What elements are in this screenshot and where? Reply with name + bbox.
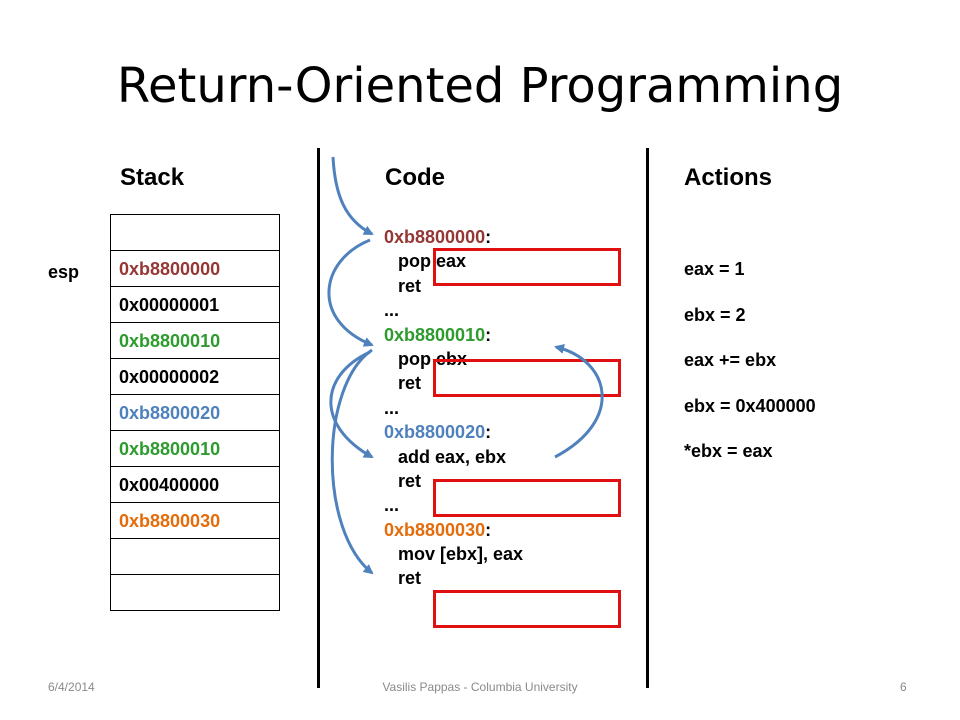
code-line: pop eax — [398, 251, 467, 272]
address-colon: : — [485, 519, 492, 540]
gadget-address-line: 0xb8800020: — [384, 421, 523, 445]
address-colon: : — [485, 227, 492, 247]
action-item: *ebx = eax — [684, 441, 773, 461]
arrow-back-to-gadget-2 — [554, 344, 604, 459]
gadget-address: 0xb8800020 — [384, 422, 486, 443]
stack-cell — [110, 574, 280, 611]
slide-title: Return-Oriented Programming — [116, 58, 844, 114]
arrow-to-gadget-4 — [330, 348, 374, 575]
gadget-highlight-box — [433, 248, 621, 286]
code-line: ... — [384, 397, 400, 418]
code-line: ret — [398, 373, 422, 394]
stack-heading: Stack — [120, 164, 185, 191]
actions-heading: Actions — [684, 164, 773, 191]
code-line: ... — [384, 300, 400, 321]
code-heading: Code — [385, 164, 445, 191]
gadget-address: 0xb8800000 — [384, 227, 486, 247]
action-item: ebx = 2 — [684, 304, 746, 325]
code-line: ... — [384, 495, 400, 516]
right-divider — [646, 148, 649, 688]
stack-cell: 0xb8800030 — [110, 502, 280, 539]
arrow-to-gadget-3 — [329, 350, 374, 459]
gadget-address-line: 0xb8800030: — [384, 519, 523, 543]
actions-list: eax = 1 ebx = 2 eax += ebx ebx = 0x400000 *e… — [684, 259, 816, 487]
gadget-highlight-box — [433, 359, 621, 397]
gadget-address-line: 0xb8800010: — [384, 324, 523, 348]
address-colon: : — [485, 422, 492, 443]
gadget-highlight-box — [433, 479, 621, 517]
arrow-to-gadget-2 — [327, 238, 374, 347]
action-item: eax += ebx — [684, 350, 777, 370]
esp-label: esp — [48, 262, 80, 282]
gadget-address: 0xb8800010 — [384, 324, 486, 345]
footer-author: Vasilis Pappas - Columbia University — [382, 680, 578, 694]
code-line: pop ebx — [398, 348, 468, 369]
code-line: ret — [398, 470, 422, 491]
arrow-to-gadget-1 — [331, 156, 374, 236]
footer-date: 6/4/2014 — [48, 680, 95, 694]
action-item: ebx = 0x400000 — [684, 395, 816, 416]
left-divider — [317, 148, 320, 688]
gadget-highlight-box — [433, 590, 621, 628]
footer-page-number: 6 — [900, 680, 907, 694]
code-line: ret — [398, 275, 422, 296]
address-colon: : — [485, 324, 492, 345]
action-item: eax = 1 — [684, 259, 745, 279]
code-line: ret — [398, 568, 422, 589]
gadget-address-line: 0xb8800000: — [384, 226, 523, 250]
gadget-address: 0xb8800030 — [384, 519, 486, 540]
code-line: add eax, ebx — [398, 446, 507, 467]
code-line: mov [ebx], eax — [398, 544, 524, 565]
